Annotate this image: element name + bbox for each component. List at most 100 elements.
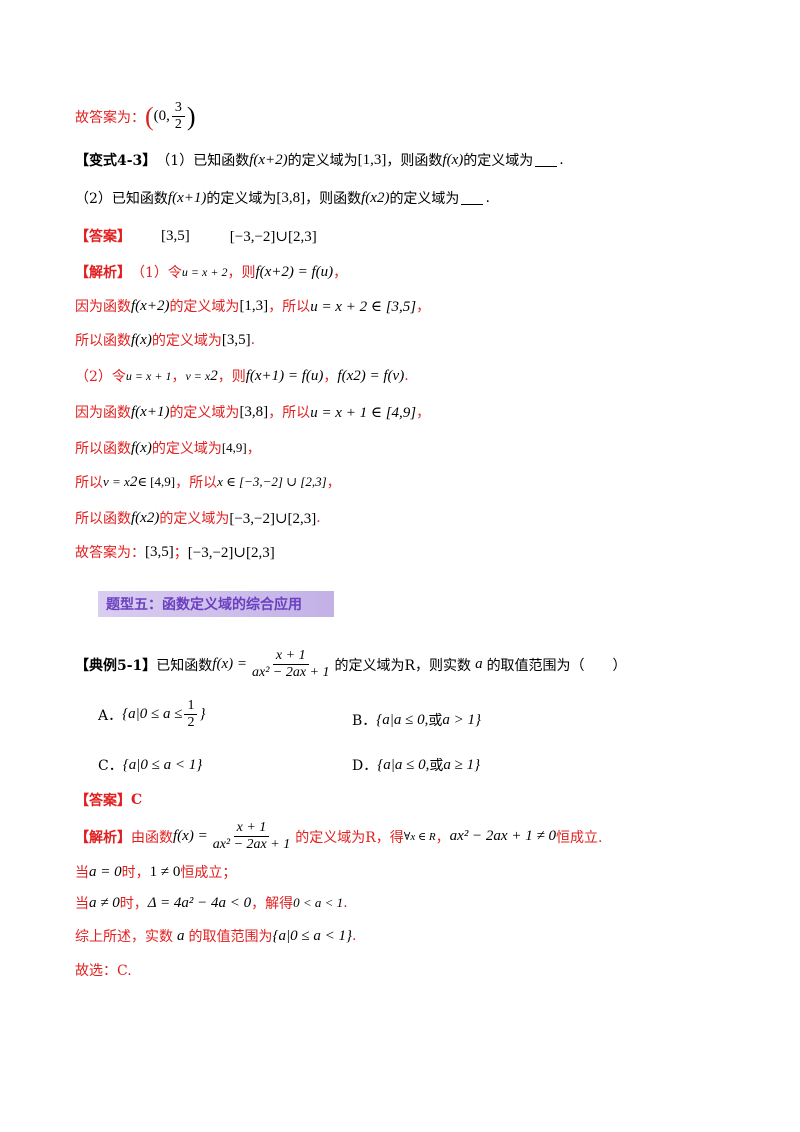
text: ，所以 <box>268 405 311 421</box>
math: Δ = 4a² − 4a < 0 <box>147 894 252 911</box>
math: f(x+1) <box>131 403 170 420</box>
math: a <box>475 656 483 672</box>
math: f(x <box>361 189 377 206</box>
frac-num: x + 1 <box>272 648 309 665</box>
math: f(x <box>131 509 147 526</box>
option-a[interactable]: A． {a|0 ≤ a ≤ 1 2 } <box>98 698 205 731</box>
text: 的定义域为R，得 <box>295 829 404 846</box>
math: f(x) = <box>212 656 247 672</box>
math: [4,9] <box>221 440 247 455</box>
math: 2 <box>129 473 138 490</box>
analysis-tag: 【解析】 <box>75 829 131 846</box>
math: {a|a ≤ 0, <box>376 711 429 728</box>
frac-den: ax² − 2ax + 1 <box>212 837 291 852</box>
option-c[interactable]: C． {a|0 ≤ a < 1} <box>98 755 202 775</box>
text: 因为函数 <box>75 405 131 421</box>
frac-den: ax² − 2ax + 1 <box>251 665 330 680</box>
text: 时， <box>119 896 148 912</box>
option-label: A． <box>98 707 123 724</box>
text: 的定义域为 <box>159 511 230 527</box>
interval-start: (0, <box>153 108 170 124</box>
answer-line-1: 故答案为： ( (0, 3 2 ) <box>75 100 196 133</box>
frac-num: x + 1 <box>233 820 270 837</box>
option-b[interactable]: B． {a|a ≤ 0, 或 a > 1} <box>352 710 481 730</box>
math: f(x+1) = f(u) <box>245 367 324 384</box>
text: 时， <box>121 865 150 881</box>
math: [3,8] <box>239 403 269 420</box>
example-tag: 【典例5-1】 <box>75 657 157 674</box>
math: [−3,−2]∪[2,3] <box>229 510 317 527</box>
text: 由函数 <box>131 829 173 846</box>
example-question: 【典例5-1】 已知函数 f(x) = x + 1 ax² − 2ax + 1 … <box>75 648 627 681</box>
frac-den: 2 <box>174 117 182 132</box>
text: （2）令 <box>75 369 126 385</box>
text: 的定义域为 <box>463 153 534 169</box>
ex-analysis-line-1: 【解析】 由函数 f(x) = x + 1 ax² − 2ax + 1 的定义域… <box>75 820 602 853</box>
paren-close: ) <box>186 101 196 131</box>
fraction: 1 2 <box>184 698 198 731</box>
fraction: x + 1 ax² − 2ax + 1 <box>249 648 333 681</box>
text: ， <box>333 265 348 281</box>
section-title: 题型五：函数定义域的综合应用 <box>98 591 334 617</box>
text: 的取值范围为（ ） <box>486 657 627 674</box>
math: 2 <box>210 367 218 384</box>
text: ，则函数 <box>386 153 443 169</box>
text: （2）已知函数 <box>75 191 168 207</box>
text: . <box>343 895 348 911</box>
math: 2 <box>353 367 361 384</box>
math: [3,8] <box>276 189 306 206</box>
math: {a|0 ≤ a ≤ <box>122 706 183 722</box>
text: . <box>250 332 256 348</box>
math: u = x + 2 ∈ [3,5] <box>310 298 417 315</box>
answer-line: 【答案】 [3,5] [−3,−2]∪[2,3] <box>75 226 317 246</box>
option-label: C． <box>98 758 123 774</box>
frac-num: 1 <box>184 698 198 715</box>
math: f(x <box>337 367 354 384</box>
math: [−3,−2]∪[2,3] <box>229 228 317 245</box>
text: 当 <box>75 896 89 912</box>
text: 的取值范围为 <box>188 929 273 945</box>
math: v = x <box>185 368 211 383</box>
math: } <box>199 706 206 722</box>
analysis-line-5: 因为函数 f(x+1) 的定义域为 [3,8] ，所以 u = x + 1 ∈ … <box>75 402 430 422</box>
math: a <box>177 927 185 944</box>
text: 所以函数 <box>75 441 131 457</box>
math: {a|a ≤ 0, <box>377 756 430 773</box>
text: ，所以 <box>268 299 311 315</box>
text: ， <box>416 405 431 421</box>
math: ) = f(v) <box>360 367 405 384</box>
text: ，则 <box>227 265 256 281</box>
math: u = x + 1 ∈ [4,9] <box>310 404 417 421</box>
option-label: B． <box>352 713 377 729</box>
math: [3,5] <box>145 543 174 560</box>
math: ) <box>154 509 160 526</box>
text: 所以函数 <box>75 333 131 349</box>
text: （1）已知函数 <box>156 153 250 169</box>
ex-analysis-line-2: 当 a = 0 时， 1 ≠ 0 恒成立； <box>75 862 236 882</box>
math: u = x + 1 <box>125 368 172 383</box>
text: 恒成立； <box>180 865 237 881</box>
text: 的定义域为 <box>169 299 240 315</box>
math: ) <box>384 189 390 206</box>
option-d[interactable]: D． {a|a ≤ 0, 或 a ≥ 1} <box>352 755 480 775</box>
text: ，则函数 <box>305 191 362 207</box>
answer-value: C <box>131 792 143 808</box>
text: ， <box>246 441 261 457</box>
math: a = 0 <box>89 863 122 880</box>
math: u = x + 2 <box>181 264 228 279</box>
option-label: D． <box>352 758 378 774</box>
fraction: 3 2 <box>171 100 185 133</box>
math: [3,5] <box>221 331 251 348</box>
text: 的定义域为 <box>169 405 240 421</box>
math: a ≠ 0 <box>89 894 120 911</box>
paren-open: ( <box>145 101 154 131</box>
ex-analysis-line-3: 当 a ≠ 0 时， Δ = 4a² − 4a < 0 ，解得 0 < a < … <box>75 893 348 913</box>
math: f(x) <box>131 331 152 348</box>
text: ，所以 <box>175 475 218 491</box>
answer-blank <box>535 154 558 167</box>
math: ∈ [4,9] <box>137 474 176 489</box>
math: [1,3] <box>239 297 269 314</box>
